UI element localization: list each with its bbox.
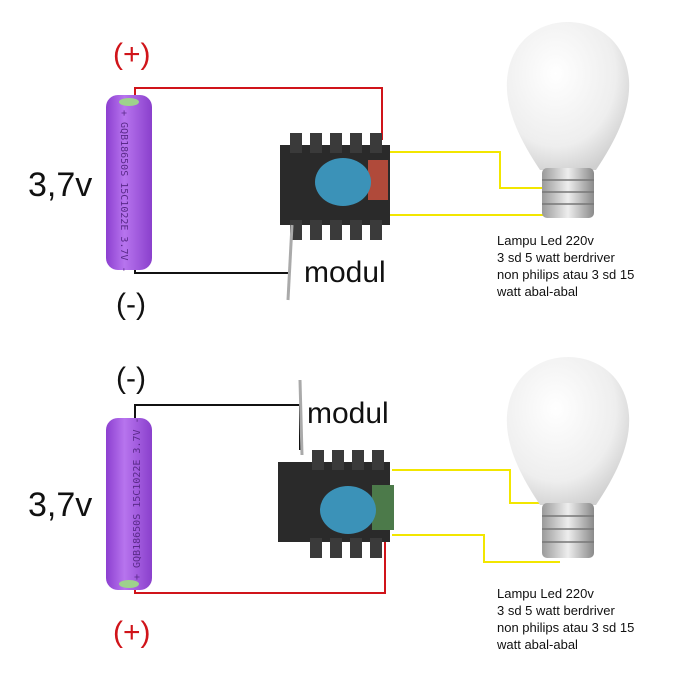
module-label: modul [307, 397, 389, 430]
bottom-circuit: + GQB18650S 15C1022E 3.7V - [106, 357, 630, 594]
module [280, 133, 390, 301]
positive-label: (+) [113, 616, 151, 649]
lamp-description: Lampu Led 220v 3 sd 5 watt berdriver non… [497, 232, 697, 300]
led-bulb [506, 357, 630, 558]
positive-label: (+) [113, 38, 151, 71]
lamp-line: non philips atau 3 sd 15 [497, 620, 635, 635]
lamp-line: watt abal-abal [497, 637, 578, 652]
negative-wire [134, 268, 290, 274]
lamp-line: Lampu Led 220v [497, 586, 594, 601]
positive-wire [134, 87, 383, 140]
battery: + GQB18650S 15C1022E 3.7V - [106, 417, 152, 590]
lamp-line: non philips atau 3 sd 15 [497, 267, 635, 282]
lamp-wire-1 [388, 151, 548, 189]
negative-wire [134, 404, 301, 450]
lamp-wire-1 [392, 469, 548, 504]
led-bulb [506, 22, 630, 218]
module-label: modul [304, 256, 386, 289]
lamp-line: Lampu Led 220v [497, 233, 594, 248]
positive-wire [134, 540, 386, 594]
top-circuit: + GQB18650S 15C1022E 3.7V - [106, 22, 630, 301]
svg-text:+ GQB18650S 15C1022E 3.7V -: + GQB18650S 15C1022E 3.7V - [118, 110, 129, 273]
battery: + GQB18650S 15C1022E 3.7V - [106, 95, 152, 273]
lamp-description: Lampu Led 220v 3 sd 5 watt berdriver non… [497, 585, 697, 653]
lamp-line: watt abal-abal [497, 284, 578, 299]
lamp-line: 3 sd 5 watt berdriver [497, 603, 615, 618]
svg-text:+ GQB18650S 15C1022E 3.7V -: + GQB18650S 15C1022E 3.7V - [132, 417, 143, 580]
voltage-label: 3,7v [28, 166, 93, 204]
module [278, 379, 394, 558]
negative-label: (-) [116, 288, 146, 321]
lamp-line: 3 sd 5 watt berdriver [497, 250, 615, 265]
voltage-label: 3,7v [28, 486, 93, 524]
lamp-wire-2 [392, 534, 560, 563]
negative-label: (-) [116, 362, 146, 395]
